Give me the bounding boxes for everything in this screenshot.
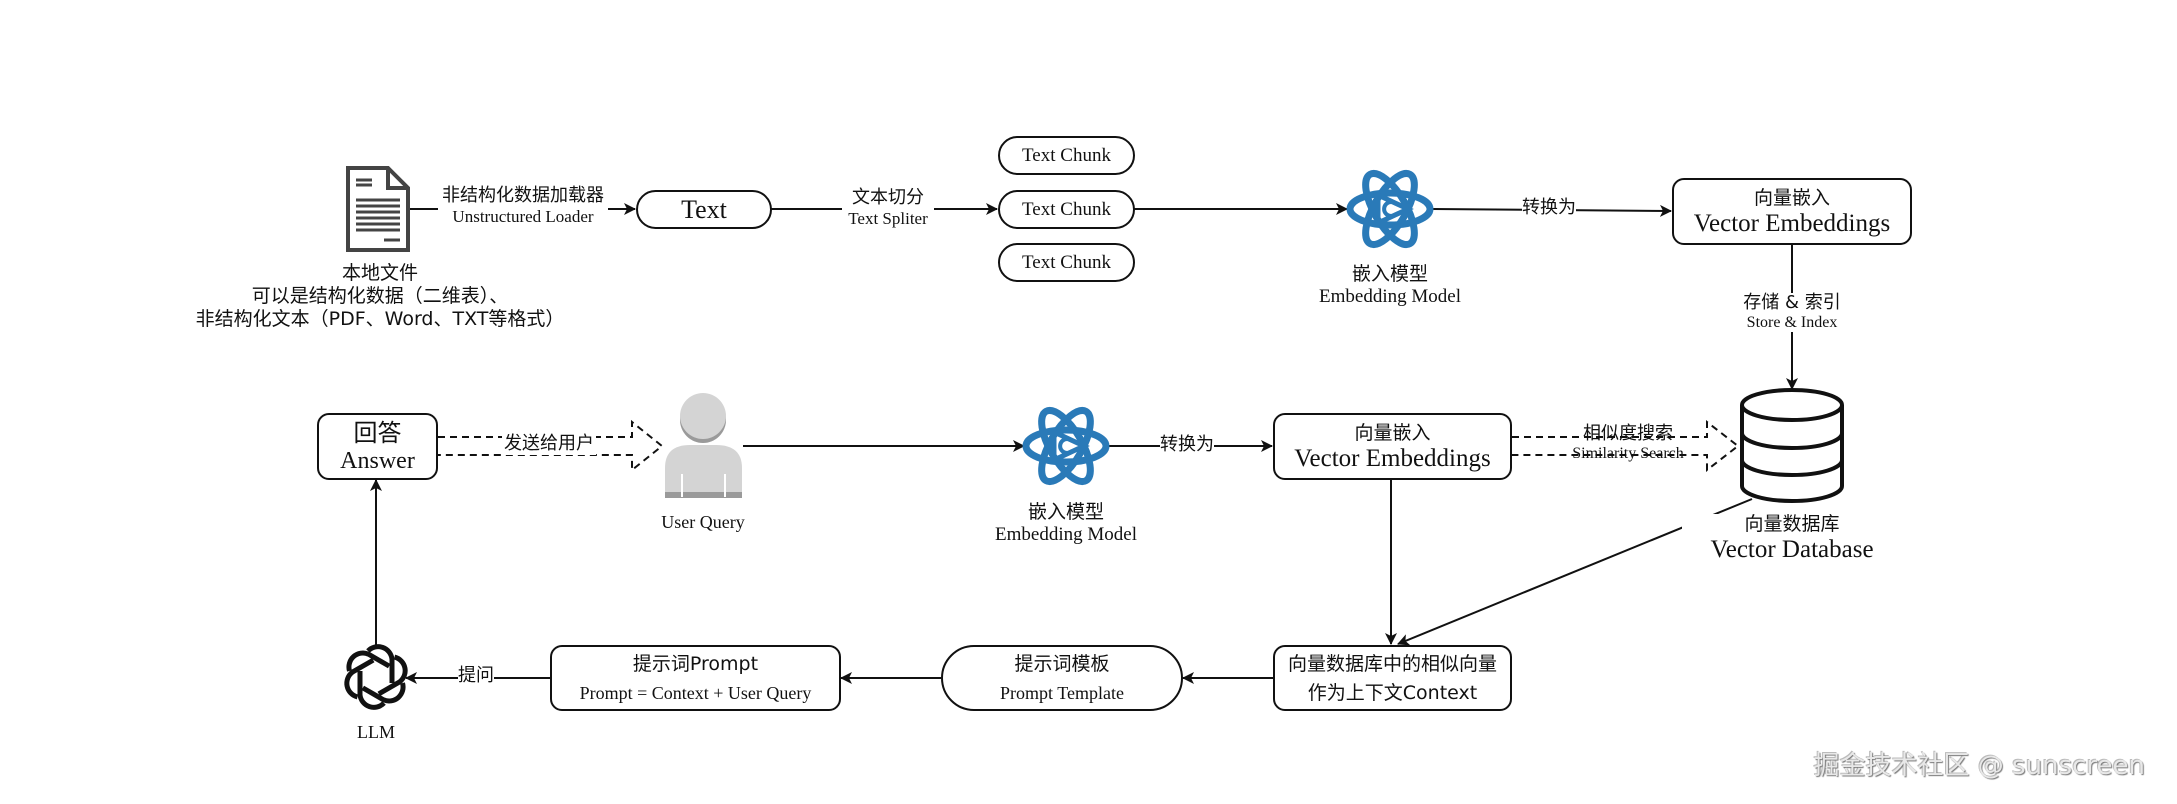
context-node[interactable]: 向量数据库中的相似向量 作为上下文Context bbox=[1273, 645, 1512, 711]
text-chunk-node[interactable]: Text Chunk bbox=[998, 190, 1135, 229]
llm-label: LLM bbox=[336, 722, 416, 743]
context-line2: 作为上下文Context bbox=[1307, 682, 1478, 704]
vector-database-en: Vector Database bbox=[1710, 535, 1874, 563]
store-index-en: Store & Index bbox=[1746, 313, 1838, 331]
embedding-model-mid-label: 嵌入模型 Embedding Model bbox=[976, 501, 1156, 546]
edge-label-ask: 提问 bbox=[458, 665, 494, 687]
prompt-line1: 提示词Prompt bbox=[632, 653, 759, 675]
ve-top-cn: 向量嵌入 bbox=[1753, 186, 1830, 209]
vector-embeddings-mid-node[interactable]: 向量嵌入 Vector Embeddings bbox=[1273, 413, 1512, 480]
embedding-model-en: Embedding Model bbox=[995, 523, 1137, 545]
edge-label-similarity: 相似度搜索 Similarity Search bbox=[1558, 423, 1698, 463]
text-chunk-label: Text Chunk bbox=[1022, 251, 1111, 273]
user-query-text: User Query bbox=[661, 512, 745, 532]
ask-cn: 提问 bbox=[458, 665, 494, 686]
prompt-template-node[interactable]: 提示词模板 Prompt Template bbox=[941, 645, 1183, 711]
atom-icon bbox=[1346, 169, 1434, 249]
text-chunk-node[interactable]: Text Chunk bbox=[998, 243, 1135, 282]
splitter-en: Text Spliter bbox=[848, 208, 928, 228]
splitter-cn: 文本切分 bbox=[852, 187, 924, 208]
database-icon bbox=[1740, 388, 1844, 503]
embedding-model-cn: 嵌入模型 bbox=[1027, 501, 1104, 523]
local-file-desc-2: 非结构化文本（PDF、Word、TXT等格式） bbox=[195, 308, 565, 330]
local-file-desc-1: 可以是结构化数据（二维表）、 bbox=[251, 285, 509, 307]
edge-label-convert-top: 转换为 bbox=[1522, 197, 1576, 219]
embedding-model-cn: 嵌入模型 bbox=[1351, 263, 1428, 285]
answer-cn: 回答 bbox=[353, 418, 402, 447]
loader-en: Unstructured Loader bbox=[452, 206, 594, 226]
convert-mid-cn: 转换为 bbox=[1160, 434, 1214, 455]
edge-label-store-index: 存储 & 索引 Store & Index bbox=[1732, 292, 1852, 333]
prompt-node[interactable]: 提示词Prompt Prompt = Context + User Query bbox=[550, 645, 841, 711]
send-to-user-cn: 发送给用户 bbox=[504, 433, 594, 454]
document-icon bbox=[346, 166, 410, 252]
watermark: 掘金技术社区 @ sunscreen bbox=[1813, 751, 2145, 781]
user-icon bbox=[665, 393, 742, 498]
local-file-caption: 本地文件 可以是结构化数据（二维表）、 非结构化文本（PDF、Word、TXT等… bbox=[170, 262, 590, 331]
edge-label-convert-mid: 转换为 bbox=[1160, 434, 1214, 456]
embedding-model-en: Embedding Model bbox=[1319, 285, 1461, 307]
text-node-label: Text bbox=[681, 194, 727, 224]
answer-node[interactable]: 回答 Answer bbox=[317, 413, 438, 480]
user-query-label: User Query bbox=[643, 512, 763, 533]
edge-label-send-to-user: 发送给用户 bbox=[502, 433, 596, 455]
edge-similarity-search bbox=[1512, 419, 1740, 473]
context-line1: 向量数据库中的相似向量 bbox=[1287, 653, 1497, 675]
ve-top-en: Vector Embeddings bbox=[1693, 209, 1891, 237]
answer-en: Answer bbox=[340, 447, 415, 474]
store-index-cn: 存储 & 索引 bbox=[1743, 292, 1841, 313]
prompt-template-cn: 提示词模板 bbox=[1014, 653, 1110, 675]
vector-database-cn: 向量数据库 bbox=[1744, 513, 1840, 535]
embedding-model-top-label: 嵌入模型 Embedding Model bbox=[1300, 263, 1480, 308]
ve-mid-cn: 向量嵌入 bbox=[1354, 421, 1431, 444]
edge-label-splitter: 文本切分 Text Spliter bbox=[842, 187, 934, 229]
edge-answer-to-user bbox=[438, 419, 664, 473]
text-chunk-label: Text Chunk bbox=[1022, 198, 1111, 220]
vector-database-label: 向量数据库 Vector Database bbox=[1682, 513, 1902, 565]
convert-top-cn: 转换为 bbox=[1522, 197, 1576, 218]
loader-cn: 非结构化数据加载器 bbox=[442, 185, 604, 206]
local-file-title: 本地文件 bbox=[341, 262, 418, 284]
text-node[interactable]: Text bbox=[636, 190, 772, 229]
prompt-line2: Prompt = Context + User Query bbox=[579, 683, 812, 703]
llm-text: LLM bbox=[357, 722, 395, 742]
ve-mid-en: Vector Embeddings bbox=[1294, 444, 1491, 472]
similarity-cn: 相似度搜索 bbox=[1583, 423, 1673, 444]
text-chunk-label: Text Chunk bbox=[1022, 144, 1111, 166]
prompt-template-en: Prompt Template bbox=[1000, 683, 1124, 703]
text-chunk-node[interactable]: Text Chunk bbox=[998, 136, 1135, 175]
atom-icon bbox=[1022, 406, 1110, 486]
vector-embeddings-top-node[interactable]: 向量嵌入 Vector Embeddings bbox=[1672, 178, 1912, 245]
openai-icon bbox=[344, 644, 408, 710]
similarity-en: Similarity Search bbox=[1572, 444, 1684, 462]
edge-label-loader: 非结构化数据加载器 Unstructured Loader bbox=[438, 185, 608, 227]
